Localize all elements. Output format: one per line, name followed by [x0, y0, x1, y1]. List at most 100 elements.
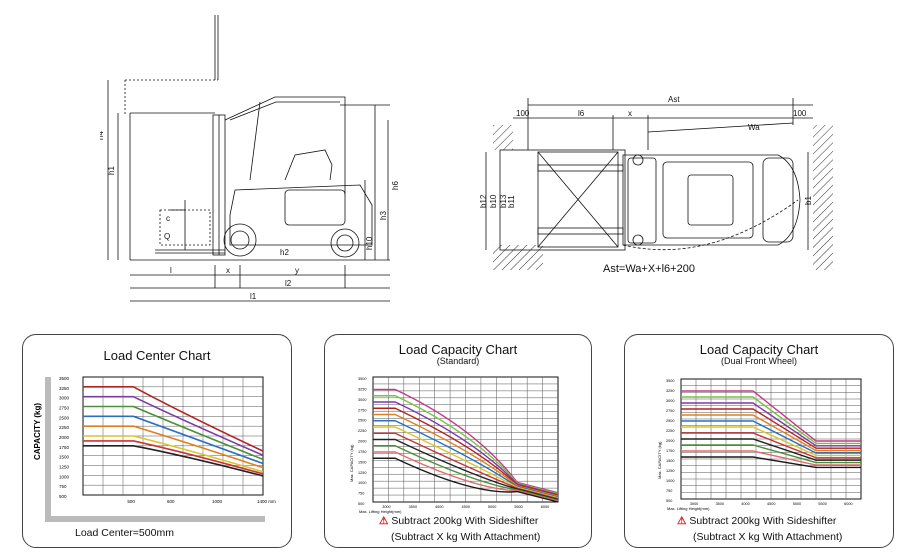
y-tick-label: 500 — [59, 494, 67, 499]
sideshifter-note: Subtract 200kg With Sideshifter — [391, 515, 539, 527]
capacity-curve — [681, 432, 861, 459]
capacity-curve — [373, 445, 559, 502]
x-tick-label: 5000 — [488, 505, 496, 509]
attachment-note: (Subtract X kg With Attachment) — [391, 531, 541, 543]
load-capacity-dual-chart: 3500325030002750250022502000175015001250… — [657, 378, 862, 511]
dim-h2: h2 — [280, 248, 289, 257]
y-tick-label: 2500 — [358, 419, 366, 423]
y-tick-label: 2500 — [666, 419, 674, 423]
capacity-curve — [681, 414, 861, 452]
load-capacity-dual-panel: Load Capacity Chart (Dual Front Wheel) 3… — [624, 334, 894, 548]
capacity-curve — [373, 401, 559, 496]
x-axis-label: Max. Lifting Height(mm) — [359, 509, 402, 514]
y-tick-label: 1000 — [358, 481, 366, 485]
x-tick-label: 3500 — [716, 502, 724, 506]
capacity-curve — [373, 407, 559, 497]
sideshifter-note: Subtract 200kg With Sideshifter — [689, 515, 837, 527]
capacity-curve — [681, 408, 861, 449]
dim-h4: h4 — [100, 131, 105, 140]
y-tick-label: 1500 — [358, 460, 366, 464]
y-tick-label: 1750 — [666, 449, 674, 453]
x-tick-label: 3000 — [690, 502, 698, 506]
dim-b10: b10 — [489, 194, 498, 208]
x-tick-label: 5500 — [514, 505, 522, 509]
x-tick-label: 4000 — [741, 502, 749, 506]
capacity-curve — [83, 435, 264, 473]
dim-b13: b13 — [499, 194, 508, 208]
y-tick-label: 2750 — [59, 406, 70, 411]
y-tick-label: 2250 — [59, 425, 70, 430]
dim-l6: l6 — [578, 109, 585, 118]
capacity-curve — [373, 426, 559, 499]
dim-x-top: x — [628, 109, 632, 118]
capacity-curve — [83, 395, 264, 457]
dim-h10: h10 — [365, 236, 374, 250]
dim-100-right: 100 — [793, 109, 807, 118]
y-tick-label: 3500 — [59, 376, 70, 381]
capacity-curve — [373, 420, 559, 498]
warning-line: ⚠ Subtract 200kg With Sideshifter — [677, 515, 836, 528]
dim-b1: b1 — [804, 196, 813, 205]
x-tick-label: 1000 — [212, 499, 223, 504]
y-axis-label: CAPACITY (kg) — [33, 403, 42, 460]
capacity-curve — [681, 390, 861, 442]
y-tick-label: 1500 — [59, 455, 70, 460]
y-tick-label: 2000 — [666, 439, 674, 443]
y-tick-label: 500 — [358, 502, 364, 506]
panel-title: Load Center Chart — [103, 348, 211, 363]
y-tick-label: 1750 — [358, 450, 366, 454]
axis-bar — [45, 516, 265, 522]
load-capacity-standard-chart: 3500325030002750250022502000175015001250… — [349, 376, 559, 514]
capacity-curve — [681, 450, 861, 466]
aisle-formula: Ast=Wa+X+l6+200 — [603, 263, 695, 275]
y-tick-label: 1250 — [59, 465, 70, 470]
y-tick-label: 2250 — [666, 429, 674, 433]
capacity-curve — [83, 386, 264, 452]
capacity-curve — [681, 420, 861, 454]
warning-line: ⚠ Subtract 200kg With Sideshifter — [379, 515, 538, 528]
y-tick-label: 1000 — [666, 479, 674, 483]
x-tick-label: 4000 — [435, 505, 443, 509]
x-tick-label: 6000 — [541, 505, 549, 509]
forklift-side-view: h4 h1 h6 h3 h10 h2 c Q l x y l2 l1 — [100, 15, 400, 302]
capacity-curve — [83, 425, 264, 469]
x-axis-label: Max. Lifting Height(mm) — [667, 506, 710, 511]
dim-x: x — [226, 266, 230, 275]
dim-100-left: 100 — [516, 109, 530, 118]
capacity-curve — [83, 440, 264, 475]
y-tick-label: 3500 — [666, 379, 674, 383]
panel-subtitle: (Standard) — [436, 356, 480, 366]
dim-b11: b11 — [507, 195, 516, 208]
attachment-note: (Subtract X kg With Attachment) — [693, 531, 843, 543]
panel-subtitle: (Dual Front Wheel) — [720, 356, 798, 366]
dim-l1: l1 — [250, 292, 257, 301]
y-tick-label: 750 — [666, 489, 672, 493]
y-tick-label: 2500 — [59, 415, 70, 420]
dim-y: y — [295, 266, 299, 275]
y-tick-label: 750 — [358, 492, 364, 496]
capacity-curve — [681, 444, 861, 464]
y-tick-label: 1000 — [59, 474, 70, 479]
dim-c: c — [166, 214, 170, 223]
x-tick-label: 500 — [127, 499, 135, 504]
dim-h1: h1 — [107, 166, 116, 175]
x-tick-label: 600 — [167, 499, 175, 504]
y-tick-label: 1250 — [358, 471, 366, 475]
capacity-curve — [373, 388, 559, 494]
y-tick-label: 2250 — [358, 429, 366, 433]
x-tick-label: 3500 — [409, 505, 417, 509]
warning-icon: ⚠ — [677, 515, 687, 527]
dim-q: Q — [164, 232, 170, 241]
panel-footer: Load Center=500mm — [75, 527, 174, 539]
capacity-curve — [681, 456, 861, 469]
x-tick-label: 4500 — [767, 502, 775, 506]
warning-icon: ⚠ — [379, 515, 389, 527]
x-tick-label: 1400 mm — [257, 499, 276, 504]
capacity-curve — [83, 405, 264, 461]
dim-h3: h3 — [379, 211, 388, 220]
dim-wa: Wa — [748, 123, 760, 132]
y-tick-label: 3000 — [59, 396, 70, 401]
capacity-curve — [83, 415, 264, 465]
y-tick-label: 3000 — [666, 399, 674, 403]
